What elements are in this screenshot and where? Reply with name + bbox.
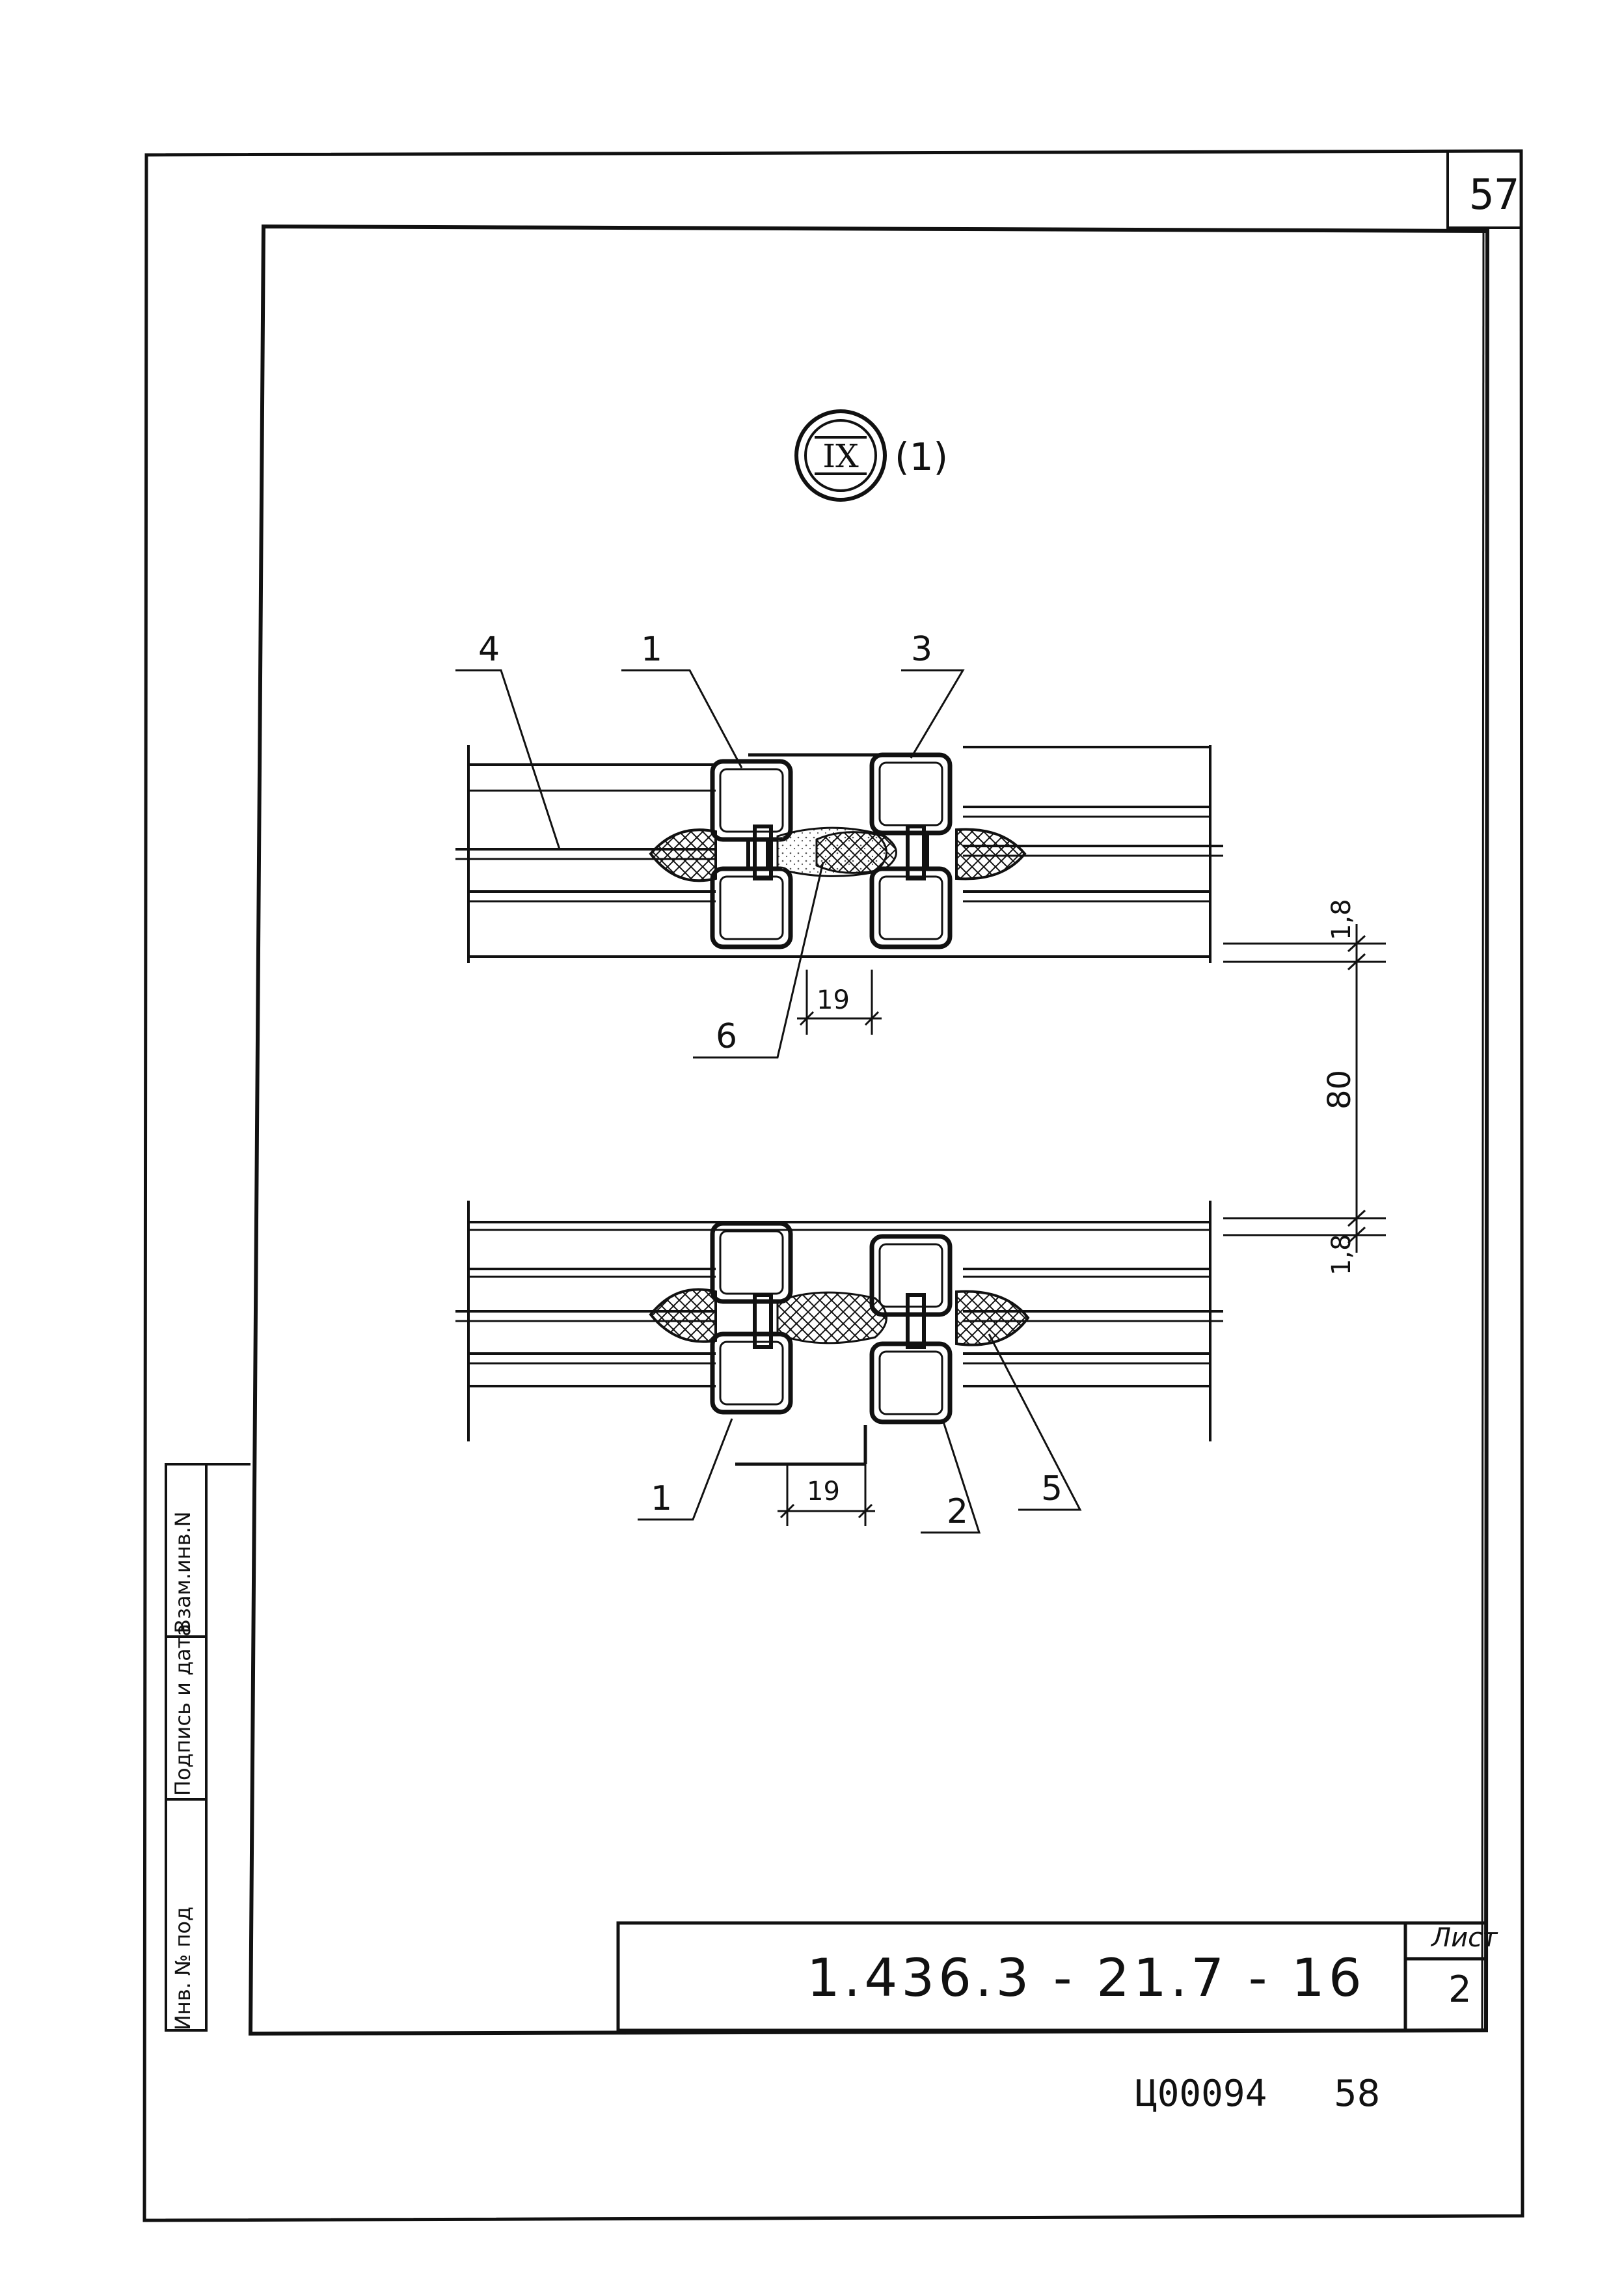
archive-code: Ц00094 (1135, 2073, 1267, 2115)
top-seal-6-inner (815, 831, 897, 874)
callout-top-1: 1 (641, 630, 662, 669)
sheet-label: Лист (1431, 1923, 1498, 1953)
bottom-leaders (638, 1333, 1082, 1534)
page-number: 58 (1334, 2073, 1381, 2115)
corner-page-number: 57 (1469, 171, 1520, 219)
top-dim-19 (797, 970, 882, 1035)
callout-bottom-1: 1 (651, 1479, 672, 1518)
bottom-gasket-right (955, 1290, 1030, 1346)
callout-top-4: 4 (478, 630, 500, 669)
stamp-replaced-inv: Взам.инв.N (170, 1511, 195, 1633)
bottom-dim-19 (778, 1464, 875, 1526)
detail-mark-symbol (794, 409, 887, 502)
sheet-number: 2 (1448, 1969, 1472, 2011)
detail-variant-text: (1) (895, 435, 948, 479)
vertical-dimensions (1223, 924, 1386, 1253)
stamp-inv-no: Инв. № под (170, 1906, 195, 2030)
top-assembly (455, 669, 1223, 1059)
dim-bottom-19: 19 (807, 1477, 840, 1506)
callout-labels: 4 1 3 6 1 2 5 (478, 630, 1062, 1531)
side-stamp (165, 1463, 250, 2032)
bottom-assembly (455, 1201, 1223, 1534)
top-gasket-left (649, 828, 717, 882)
top-leaders (455, 669, 965, 1059)
title-block (616, 1921, 1488, 2032)
detail-mark-text: IX (822, 437, 859, 475)
bottom-seal (776, 1291, 887, 1344)
dim-thickness-top: 1,8 (1327, 899, 1357, 940)
stamp-signature-date: Подпись и дата (170, 1623, 195, 1796)
dim-spacing-80: 80 (1321, 1070, 1358, 1110)
dim-top-19: 19 (817, 985, 850, 1015)
dim-thickness-bottom: 1,8 (1327, 1234, 1357, 1275)
callout-top-3: 3 (911, 630, 932, 669)
dimension-labels: 19 19 1,8 80 1,8 (807, 899, 1358, 1506)
top-gasket-right (955, 828, 1027, 880)
callout-bottom-5: 5 (1041, 1469, 1062, 1508)
callout-bottom-2: 2 (947, 1492, 968, 1531)
callout-top-6: 6 (716, 1017, 737, 1056)
bottom-gasket-left (649, 1288, 717, 1343)
document-designation: 1.436.3 - 21.7 - 16 (807, 1948, 1366, 2008)
